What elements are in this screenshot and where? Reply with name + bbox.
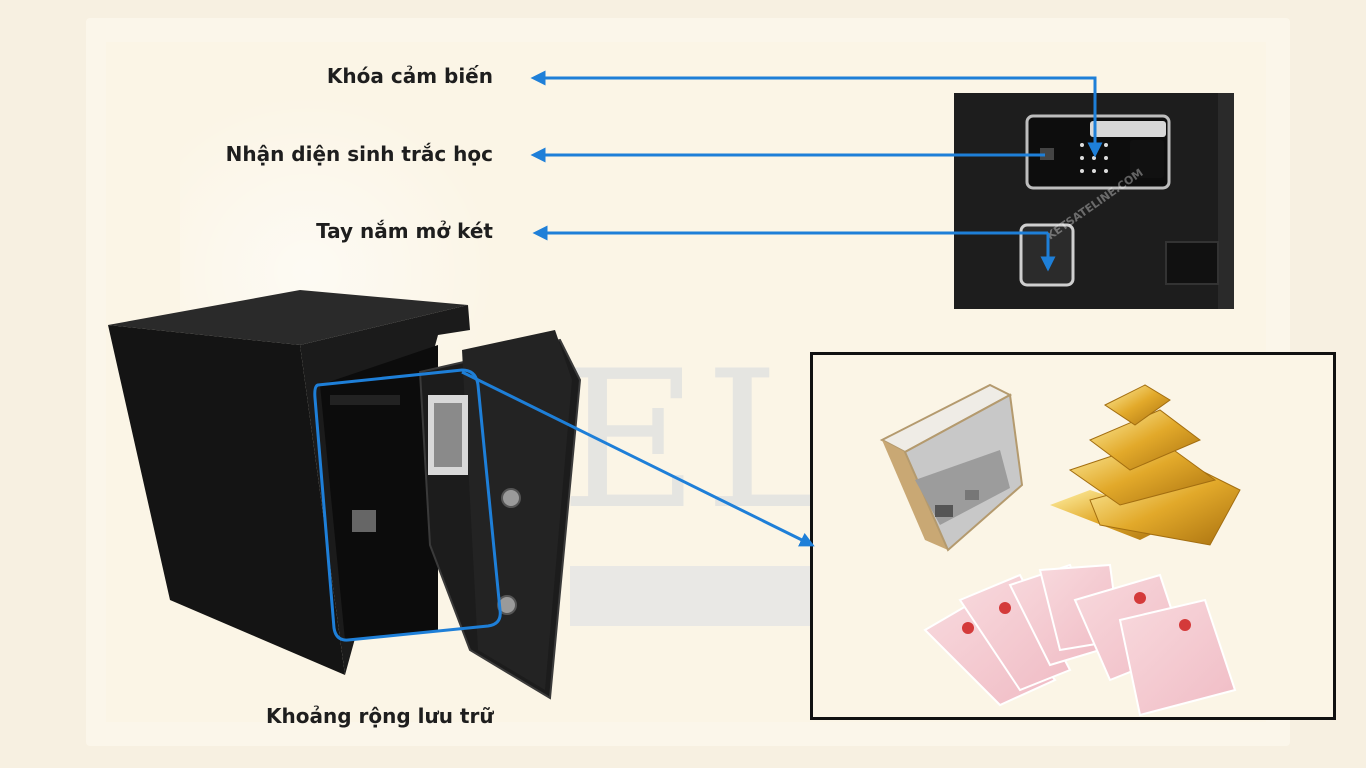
gold-bars-image <box>1050 384 1241 546</box>
book-safe-image <box>879 383 1024 552</box>
arrow-icon <box>461 70 1103 547</box>
safe-image <box>108 290 582 700</box>
label-sensor-lock: Khóa cảm biến <box>326 64 493 88</box>
label-handle: Tay nắm mở két <box>316 219 493 243</box>
label-biometric: Nhận diện sinh trắc học <box>225 142 493 166</box>
land-certificates-image <box>923 563 1237 717</box>
label-storage: Khoảng rộng lưu trữ <box>266 704 494 728</box>
